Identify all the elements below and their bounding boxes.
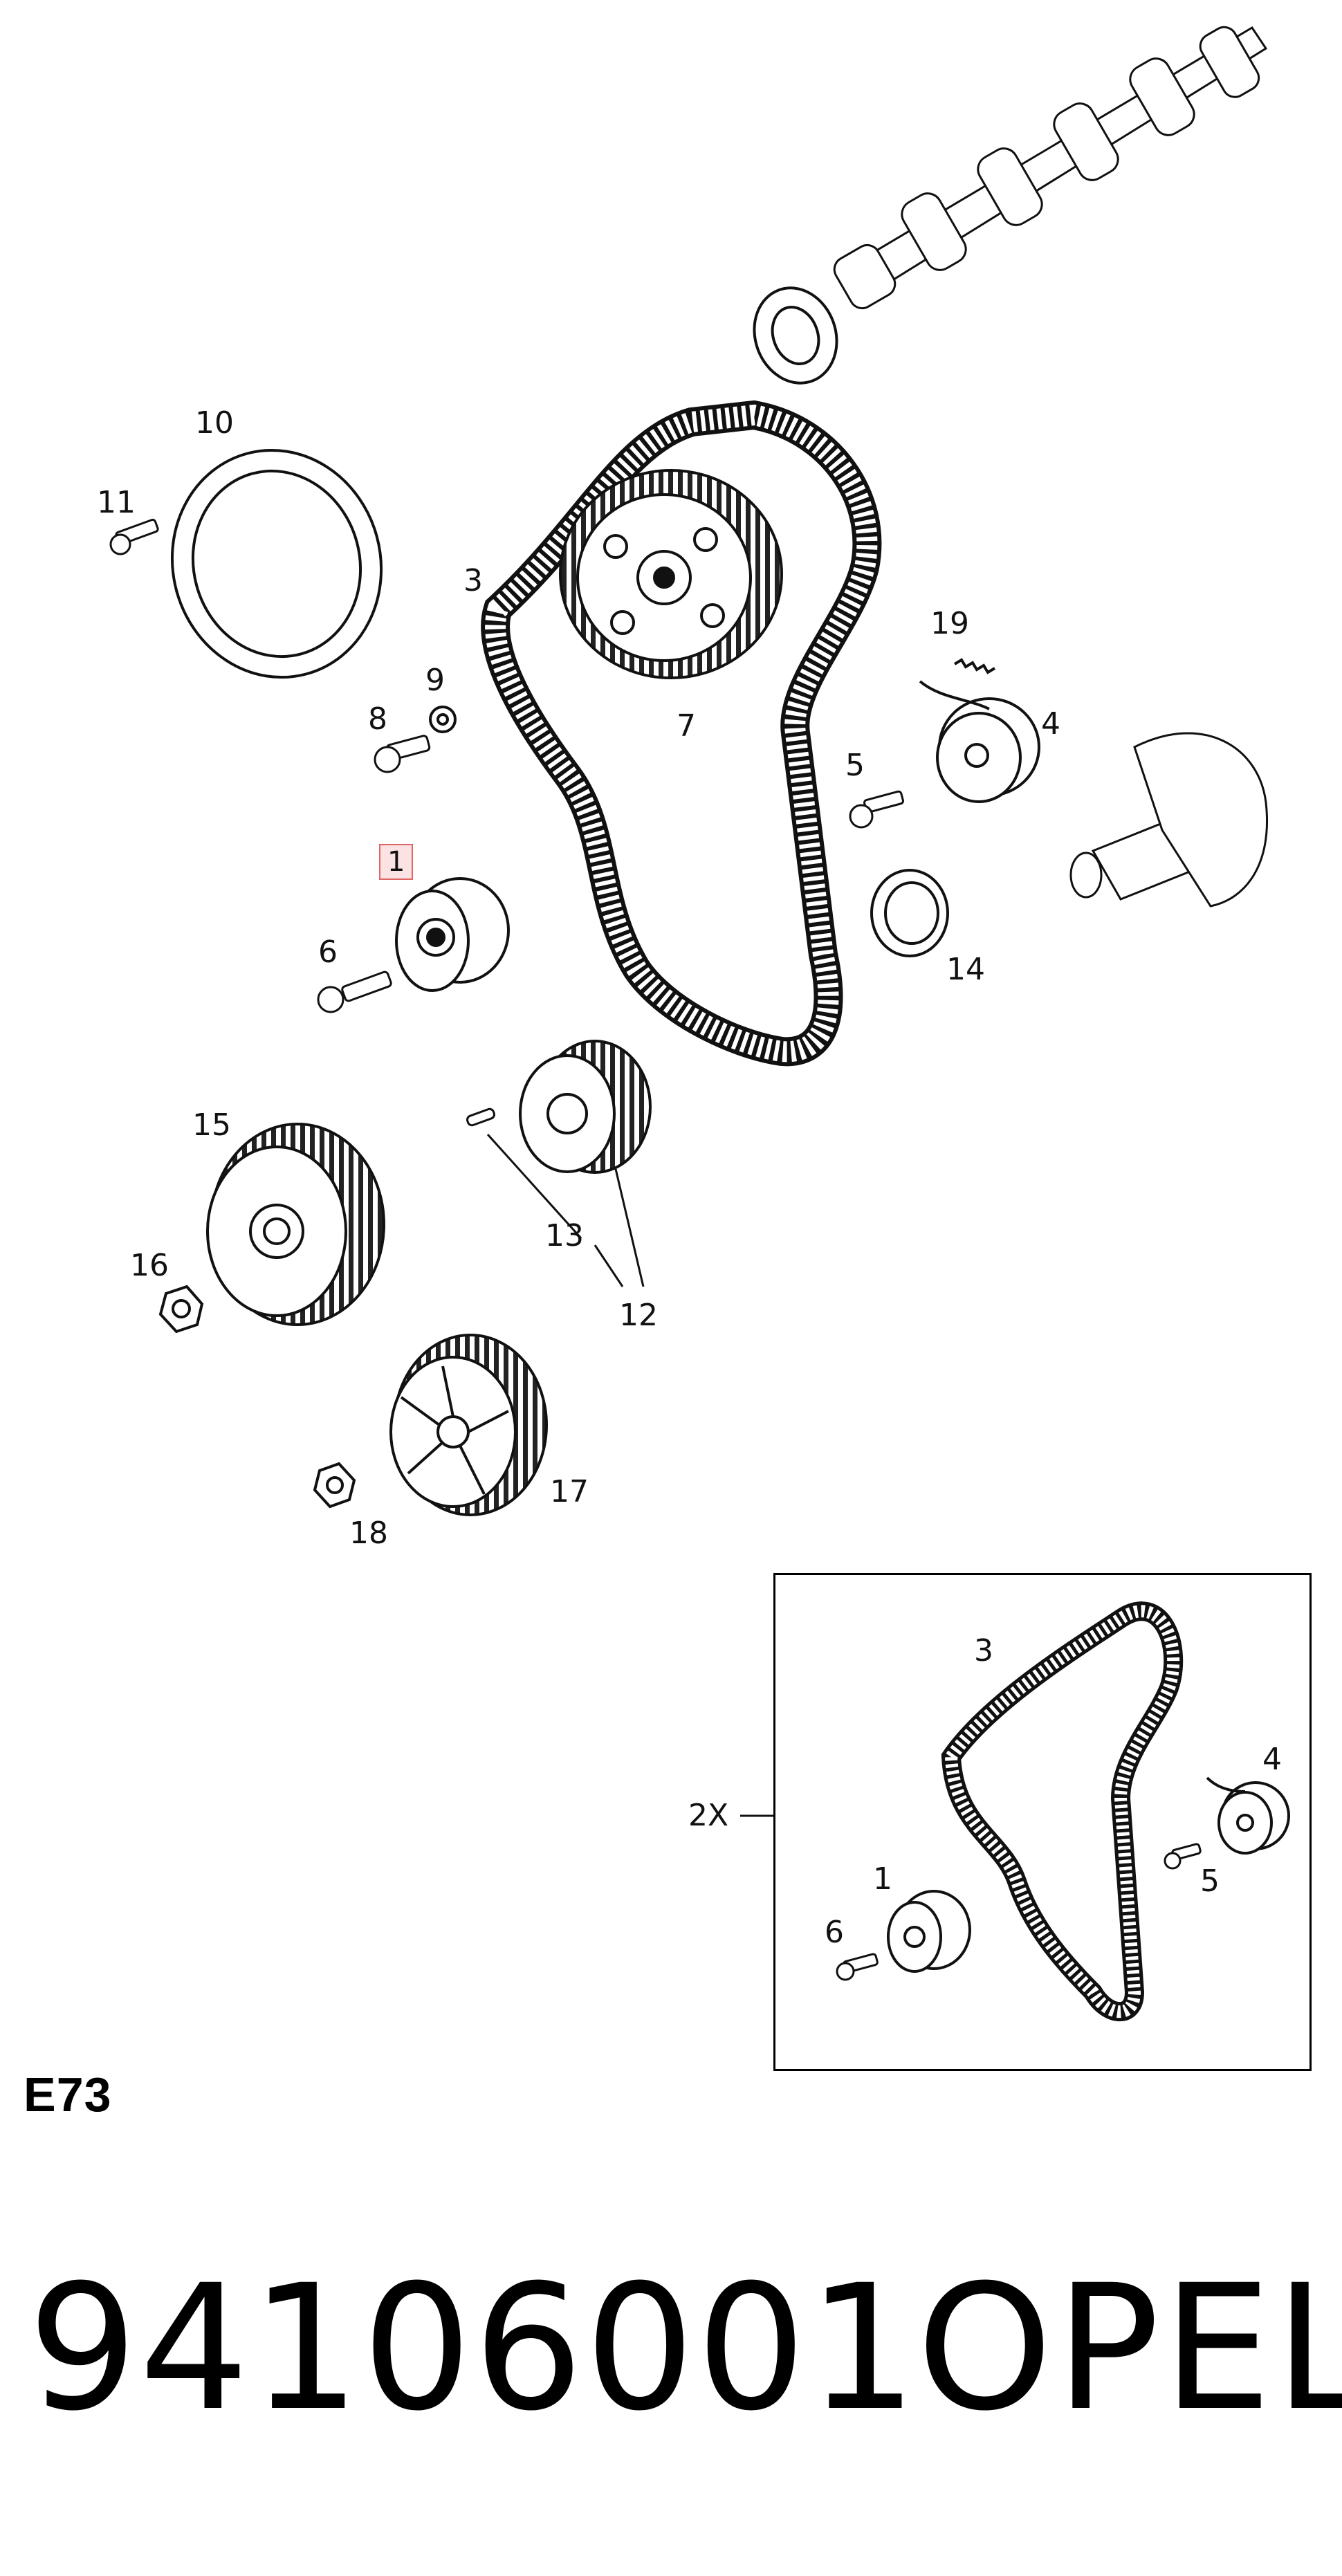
callout-10: 10 — [195, 405, 234, 441]
inset-callout-6: 6 — [825, 1915, 844, 1950]
key-pin — [466, 1107, 495, 1127]
callout-1[interactable]: 1 — [379, 844, 414, 880]
crankshaft — [1069, 732, 1268, 908]
spring-19 — [953, 658, 996, 674]
inset-bolt-5 — [1164, 1843, 1202, 1870]
callout-19: 19 — [930, 606, 969, 641]
cover-plate — [170, 448, 383, 679]
inset-callout-5: 5 — [1200, 1864, 1220, 1899]
bolt-6 — [317, 970, 392, 1013]
cam-sprocket — [559, 469, 783, 679]
bolt-8 — [374, 735, 431, 773]
nut-16 — [158, 1285, 204, 1334]
gear-15 — [206, 1123, 385, 1326]
callout-4: 4 — [1041, 706, 1060, 742]
washer-9 — [429, 706, 457, 733]
bolt-11 — [109, 518, 159, 555]
inset-multiplier: 2X — [688, 1798, 729, 1833]
part-number: 94106001 — [28, 2247, 919, 2449]
callout-11: 11 — [97, 485, 136, 520]
inset-frame — [773, 1573, 1312, 2071]
nut-18 — [313, 1462, 356, 1509]
callout-17: 17 — [550, 1474, 589, 1509]
gear-17 — [389, 1334, 548, 1516]
idler-pulley — [395, 877, 510, 992]
callout-14: 14 — [946, 952, 985, 987]
inset-belt — [941, 1601, 1184, 2022]
callout-9: 9 — [425, 663, 445, 698]
crank-sprocket — [519, 1040, 652, 1174]
brand-name: OPEL — [917, 2247, 1342, 2449]
inset-bolt-6 — [836, 1953, 879, 1981]
callout-16: 16 — [130, 1248, 169, 1283]
callout-13: 13 — [545, 1218, 584, 1253]
section-code: E73 — [24, 2068, 112, 2122]
callout-8: 8 — [368, 701, 387, 737]
inset-callout-1: 1 — [873, 1861, 892, 1897]
tensioner — [919, 680, 1040, 803]
callout-7: 7 — [677, 708, 696, 744]
callout-3: 3 — [463, 563, 483, 598]
inset-callout-3: 3 — [974, 1633, 993, 1668]
inset-tensioner — [1206, 1776, 1290, 1855]
callout-12: 12 — [619, 1298, 658, 1333]
camshaft — [833, 26, 1268, 310]
timing-belt — [481, 400, 882, 1067]
callout-18: 18 — [349, 1516, 388, 1551]
crank-seal — [870, 869, 949, 957]
callout-5: 5 — [845, 748, 865, 783]
cam-seal — [753, 286, 838, 385]
inset-idler — [887, 1890, 971, 1973]
callout-6: 6 — [318, 935, 338, 970]
leader-lines — [486, 1133, 645, 1287]
callout-15: 15 — [192, 1107, 231, 1143]
inset-callout-4: 4 — [1262, 1742, 1282, 1777]
bolt-5 — [849, 790, 905, 829]
